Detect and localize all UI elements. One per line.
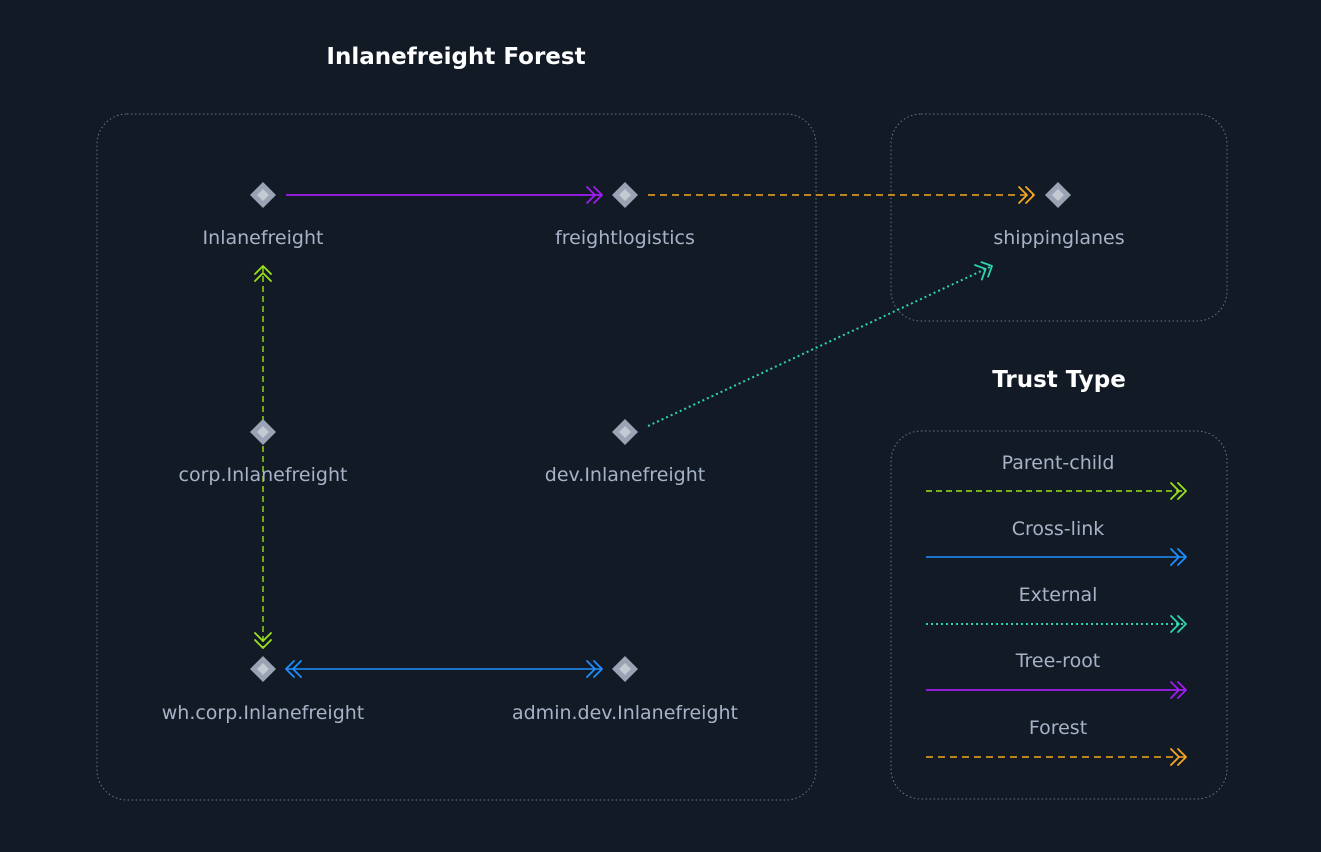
node-label-wh-corp: wh.corp.Inlanefreight: [161, 702, 365, 724]
external-domain-boundary: [890, 113, 1228, 322]
legend-line-parent-child-arrowhead: [1170, 482, 1187, 500]
diamond-icon: [250, 182, 276, 208]
edges-layer: [254, 186, 1035, 678]
legend-line-external-arrowhead: [1170, 615, 1187, 633]
legend-lines: [926, 482, 1187, 766]
legend-label-cross-link: Cross-link: [1011, 518, 1105, 540]
legend-line-tree-root-arrowhead: [1170, 681, 1187, 699]
trust-edge-inlanefreight-wh_corp-arrowhead: [254, 632, 272, 649]
forest-title: Inlanefreight Forest: [326, 44, 586, 70]
diamond-icon: [250, 419, 276, 445]
legend-label-tree-root: Tree-root: [1015, 650, 1101, 672]
nodes-layer: [250, 182, 1071, 682]
trust-edge-wh_corp-admin_dev-arrowtail: [285, 660, 302, 678]
trust-edge-freightlogistics-shippinglanes-arrowhead: [1018, 186, 1035, 204]
legend-line-cross-link-arrowhead: [1170, 548, 1187, 566]
trust-edge-inlanefreight-wh_corp-arrowtail: [254, 265, 272, 282]
trust-edge-wh_corp-admin_dev-arrowhead: [586, 660, 603, 678]
legend-title: Trust Type: [992, 367, 1126, 393]
diamond-icon: [612, 182, 638, 208]
legend-label-external: External: [1018, 584, 1098, 606]
node-label-dev: dev.Inlanefreight: [544, 464, 706, 486]
legend-label-forest: Forest: [1028, 717, 1088, 739]
node-label-admin-dev: admin.dev.Inlanefreight: [511, 702, 739, 724]
trust-edge-dev-shippinglanes: [647, 265, 993, 427]
legend-line-forest-arrowhead: [1170, 748, 1187, 766]
forest-boundary: [96, 113, 817, 801]
node-label-shippinglanes: shippinglanes: [993, 227, 1125, 249]
node-label-corp: corp.Inlanefreight: [178, 464, 348, 486]
legend-boundary: [890, 430, 1228, 800]
legend-label-parent-child: Parent-child: [1001, 452, 1115, 474]
diamond-icon: [612, 656, 638, 682]
diamond-icon: [1045, 182, 1071, 208]
node-label-inlanefreight: Inlanefreight: [202, 227, 324, 249]
diamond-icon: [250, 656, 276, 682]
trust-edge-inlanefreight-freightlogistics-arrowhead: [586, 186, 603, 204]
diamond-icon: [612, 419, 638, 445]
node-label-freightlogistics: freightlogistics: [555, 227, 695, 249]
trust-edge-dev-shippinglanes-arrowhead: [974, 261, 993, 281]
